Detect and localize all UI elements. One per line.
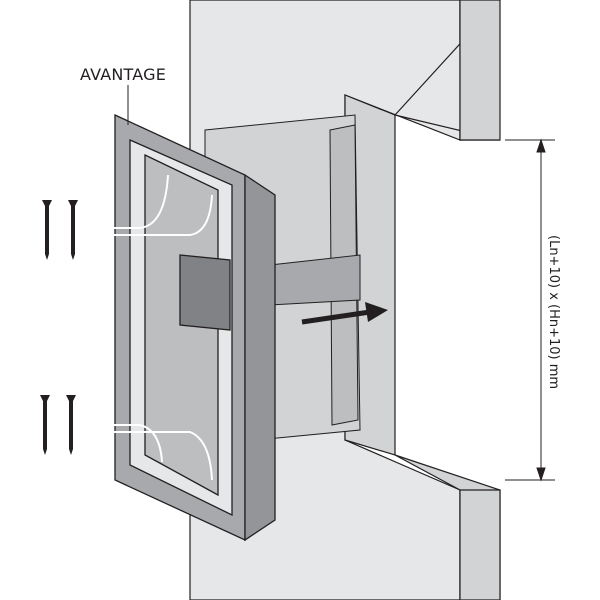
dimension-line: [505, 138, 555, 482]
guide-arrows: [95, 174, 213, 481]
insert-arrow: [301, 302, 388, 325]
screw-icons: [40, 200, 78, 455]
access-frame: [114, 113, 276, 542]
product-label: AVANTAGE: [80, 65, 167, 84]
dimension-label: (Ln+10) x (Hn+10) mm: [546, 235, 561, 390]
